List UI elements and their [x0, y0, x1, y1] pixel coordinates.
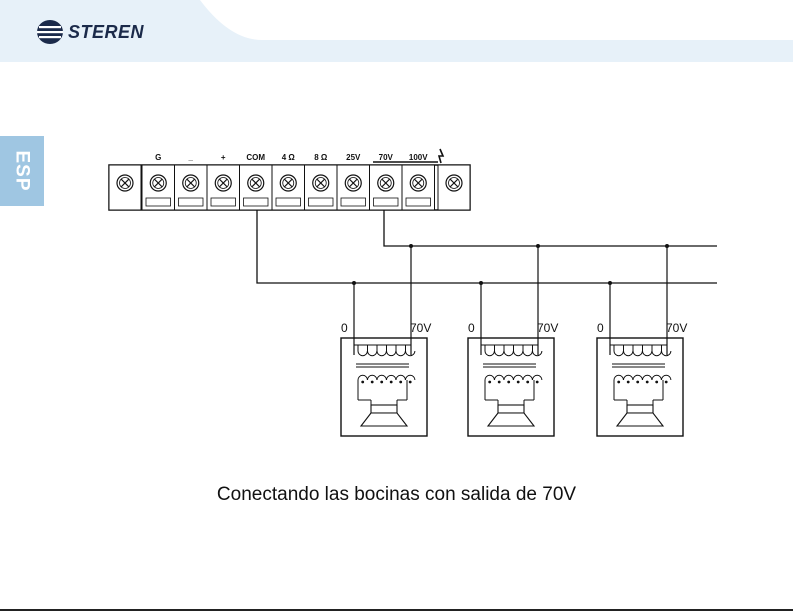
terminal-2: +: [207, 153, 240, 210]
terminal-6: 25V: [337, 153, 370, 210]
com-junction: [608, 281, 612, 285]
tap-junction: [409, 244, 413, 248]
70v-wire: [384, 210, 717, 246]
speaker-2: 0 70V: [468, 244, 558, 436]
wires: [257, 210, 717, 283]
primary-winding: [354, 345, 415, 356]
speaker-driver-icon: [488, 400, 534, 426]
terminal-label: 8 Ω: [314, 153, 328, 162]
bottom-rule: [0, 609, 793, 611]
terminal-slots: G _ + COM 4 Ω 8 Ω 25V 70V 100V: [109, 149, 470, 210]
terminal-5: 8 Ω: [305, 153, 338, 210]
terminal-label: G: [155, 153, 161, 162]
terminal-screw-4: [280, 175, 296, 191]
terminal-label: COM: [246, 153, 265, 162]
diagram-caption: Conectando las bocinas con salida de 70V: [0, 484, 793, 506]
mount-screw-right: [446, 175, 462, 191]
tap-label-0: 0: [597, 321, 604, 335]
wiring-diagram: G _ + COM 4 Ω 8 Ω 25V 70V 100V 0 70V 0 70V 0 70V: [0, 0, 793, 470]
speaker-driver-icon: [361, 400, 407, 426]
secondary-winding: [485, 375, 542, 400]
tap-label-0: 0: [341, 321, 348, 335]
tap-label-70v: 70V: [410, 321, 431, 335]
speaker-driver-icon: [617, 400, 663, 426]
terminal-screw-2: [215, 175, 231, 191]
terminal-screw-7: [378, 175, 394, 191]
speakers: 0 70V 0 70V 0 70V: [341, 244, 687, 436]
com-junction: [479, 281, 483, 285]
terminal-screw-3: [248, 175, 264, 191]
terminal-screw-1: [183, 175, 199, 191]
terminal-0: G: [142, 153, 175, 210]
terminal-label: 4 Ω: [282, 153, 296, 162]
terminal-label: 70V: [379, 153, 394, 162]
tap-label-70v: 70V: [666, 321, 687, 335]
terminal-label: _: [188, 153, 194, 162]
terminal-label: 25V: [346, 153, 361, 162]
primary-winding: [610, 345, 671, 356]
tap-junction: [536, 244, 540, 248]
secondary-winding: [614, 375, 671, 400]
tap-junction: [665, 244, 669, 248]
tap-label-0: 0: [468, 321, 475, 335]
terminal-screw-8: [410, 175, 426, 191]
ground-lightning-icon: [439, 149, 443, 163]
terminal-screw-6: [345, 175, 361, 191]
terminal-screw-0: [150, 175, 166, 191]
terminal-1: _: [175, 153, 208, 210]
terminal-4: 4 Ω: [272, 153, 305, 210]
terminal-label: +: [221, 153, 226, 162]
terminal-block: G _ + COM 4 Ω 8 Ω 25V 70V 100V: [109, 149, 470, 210]
com-junction: [352, 281, 356, 285]
terminal-screw-5: [313, 175, 329, 191]
secondary-winding: [358, 375, 415, 400]
mount-screw-left: [117, 175, 133, 191]
terminal-label: 100V: [409, 153, 428, 162]
primary-winding: [481, 345, 542, 356]
terminal-3: COM: [240, 153, 273, 210]
tap-label-70v: 70V: [537, 321, 558, 335]
speaker-3: 0 70V: [597, 244, 687, 436]
speaker-1: 0 70V: [341, 244, 431, 436]
